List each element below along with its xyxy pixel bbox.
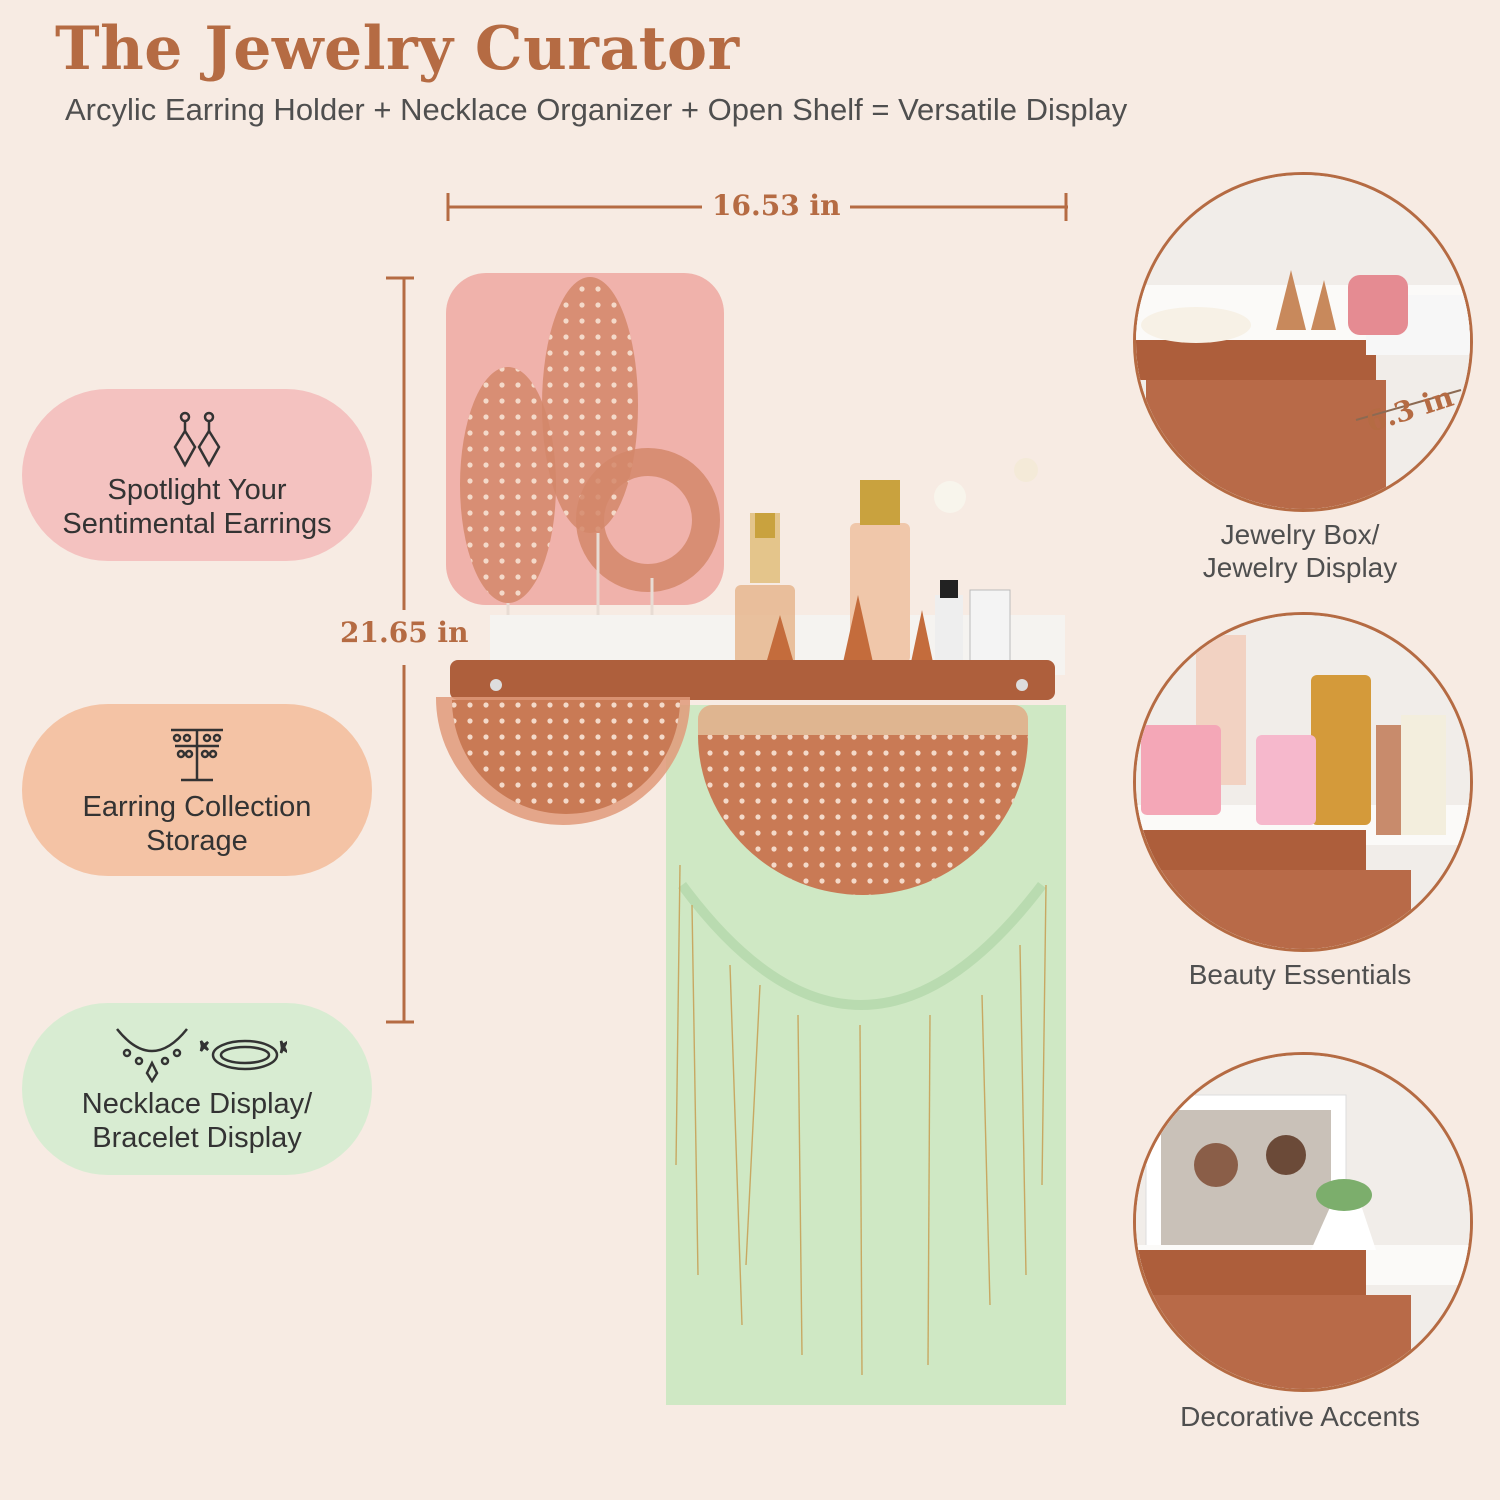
feature-earrings-pill: Spotlight Your Sentimental Earrings xyxy=(22,389,372,561)
caption-decorative-accents: Decorative Accents xyxy=(1140,1400,1460,1433)
earring-stand-icon xyxy=(171,728,223,782)
caption-beauty-essentials-line1: Beauty Essentials xyxy=(1188,959,1412,990)
beauty-essentials-photo xyxy=(1133,612,1473,952)
page-title: The Jewelry Curator xyxy=(55,14,740,84)
decorative-accents-photo xyxy=(1133,1052,1473,1392)
width-dimension-line xyxy=(446,193,1068,221)
product-illustration xyxy=(435,273,1066,1405)
caption-decorative-accents-line1: Decorative Accents xyxy=(1180,1401,1420,1432)
necklace-bracelet-icon xyxy=(116,1028,287,1083)
caption-jewelry-box-line1: Jewelry Box/ xyxy=(1220,519,1380,550)
feature-necklace-line2: Bracelet Display xyxy=(92,1122,302,1154)
feature-necklace-pill: Necklace Display/ Bracelet Display xyxy=(22,1003,372,1175)
feature-necklace-line1: Necklace Display/ xyxy=(81,1088,313,1120)
earrings-icon xyxy=(173,411,221,468)
height-label: 21.65 in xyxy=(340,616,469,649)
shelf-items xyxy=(735,458,1038,667)
feature-earrings-line1: Spotlight Your xyxy=(107,474,287,506)
caption-beauty-essentials: Beauty Essentials xyxy=(1140,958,1460,991)
necklace-hoop xyxy=(677,881,1046,1010)
page-subtitle: Arcylic Earring Holder + Necklace Organi… xyxy=(65,92,1128,127)
ring-panel xyxy=(576,448,720,592)
shelf xyxy=(450,660,1055,700)
feature-earrings-line2: Sentimental Earrings xyxy=(62,508,332,540)
caption-jewelry-box-line2: Jewelry Display xyxy=(1202,552,1398,583)
feature-earring-storage-line1: Earring Collection xyxy=(82,791,312,823)
jewelry-box-photo xyxy=(1133,172,1473,512)
feature-earring-storage-pill: Earring Collection Storage xyxy=(22,704,372,876)
width-label: 16.53 in xyxy=(712,189,841,222)
necklaces xyxy=(675,864,1047,1376)
feature-earring-storage-line2: Storage xyxy=(146,825,248,857)
caption-jewelry-box: Jewelry Box/ Jewelry Display xyxy=(1140,518,1460,584)
height-dimension-line xyxy=(386,276,414,1024)
